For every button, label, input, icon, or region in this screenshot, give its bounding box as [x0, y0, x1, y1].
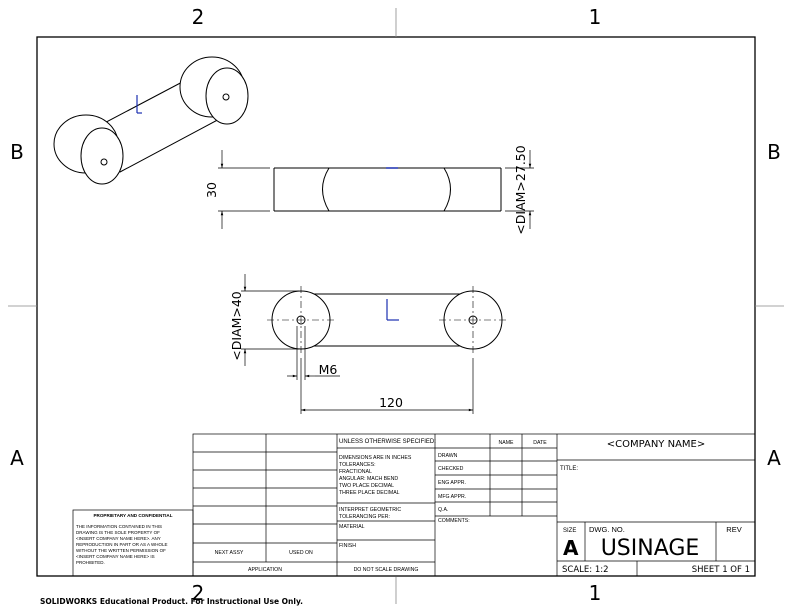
role-eng-appr: ENG APPR.	[438, 480, 466, 486]
dimension-height-label: 30	[204, 182, 219, 198]
zone-ticks	[8, 8, 784, 604]
dimension-length-label: 120	[379, 395, 403, 410]
zone-label-top-2: 2	[192, 5, 205, 29]
role-qa: Q.A.	[438, 507, 448, 513]
dimension-thread-label: M6	[319, 362, 338, 377]
size-value: A	[563, 536, 579, 560]
rev-label: REV	[726, 525, 741, 534]
top-view	[271, 290, 503, 350]
date-column-header: DATE	[533, 440, 547, 446]
zone-label-top-1: 1	[589, 5, 602, 29]
interpret-line-2: TOLERANCING PER:	[339, 514, 390, 520]
role-mfg-appr: MFG APPR.	[438, 494, 466, 500]
tolerance-line-6: THREE PLACE DECIMAL	[339, 490, 400, 496]
dwg-no-label: DWG. NO.	[589, 525, 625, 534]
application-label: APPLICATION	[248, 567, 282, 573]
role-drawn: DRAWN	[438, 453, 458, 459]
zone-label-bottom-1: 1	[589, 581, 602, 605]
finish-label: FINISH	[339, 543, 356, 549]
proprietary-line-1: THE INFORMATION CONTAINED IN THIS	[76, 524, 162, 529]
tolerance-line-3: FRACTIONAL	[339, 469, 372, 475]
top-view-centerlines	[267, 286, 507, 354]
proprietary-title: PROPRIETARY AND CONFIDENTIAL	[93, 513, 172, 518]
company-name: <COMPANY NAME>	[607, 439, 706, 450]
proprietary-line-3: <INSERT COMPANY NAME HERE>. ANY	[76, 536, 161, 541]
proprietary-line-2: DRAWING IS THE SOLE PROPERTY OF	[76, 530, 160, 535]
size-label: SIZE	[563, 528, 576, 534]
proprietary-line-6: <INSERT COMPANY NAME HERE> IS	[76, 554, 155, 559]
isometric-view	[53, 56, 249, 185]
zone-label-left-b: B	[10, 140, 24, 164]
front-view-dimensions	[218, 150, 534, 229]
role-checked: CHECKED	[438, 466, 464, 472]
next-assy-label: NEXT ASSY	[215, 550, 244, 556]
tolerance-line-4: ANGULAR: MACH BEND	[339, 476, 398, 482]
sheet-label: SHEET 1 OF 1	[692, 565, 750, 575]
title-label: TITLE:	[560, 466, 578, 472]
tolerance-line-2: TOLERANCES:	[339, 462, 376, 468]
do-not-scale-label: DO NOT SCALE DRAWING	[354, 567, 419, 573]
tolerance-line-1: DIMENSIONS ARE IN INCHES	[339, 455, 412, 461]
zone-label-bottom-2: 2	[192, 581, 205, 605]
comments-label: COMMENTS:	[438, 518, 470, 524]
proprietary-line-5: WITHOUT THE WRITTEN PERMISSION OF	[76, 548, 166, 553]
tolerance-line-5: TWO PLACE DECIMAL	[339, 483, 394, 489]
top-view-dimensions	[241, 274, 474, 414]
scale-label: SCALE: 1:2	[562, 565, 609, 575]
dimension-diam-large-label: <DIAM>40	[229, 291, 244, 361]
used-on-label: USED ON	[289, 550, 313, 556]
zone-label-left-a: A	[10, 446, 24, 470]
dwg-no-value: USINAGE	[601, 536, 700, 561]
zone-label-right-a: A	[767, 446, 781, 470]
interpret-line-1: INTERPRET GEOMETRIC	[339, 507, 401, 513]
proprietary-box	[72, 509, 194, 577]
zone-label-right-b: B	[767, 140, 781, 164]
title-block	[192, 433, 756, 577]
front-view	[273, 167, 502, 212]
educational-footer: SOLIDWORKS Educational Product. For Inst…	[40, 597, 304, 606]
proprietary-line-7: PROHIBITED.	[76, 560, 105, 565]
tolerance-header: UNLESS OTHERWISE SPECIFIED:	[339, 439, 436, 445]
name-column-header: NAME	[499, 440, 515, 446]
dimension-diam-small-label: <DIAM>27.50	[513, 145, 528, 234]
material-label: MATERIAL	[339, 524, 365, 530]
proprietary-line-4: REPRODUCTION IN PART OR AS A WHOLE	[76, 542, 168, 547]
